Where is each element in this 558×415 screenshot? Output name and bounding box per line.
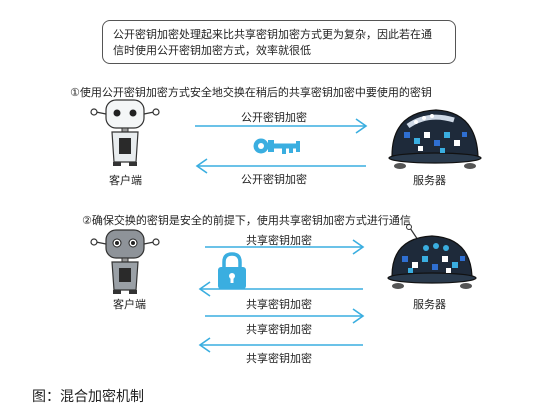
note-box: 公开密钥加密处理起来比共享密钥加密方式更为复杂，因此若在通 信时使用公开密钥加密…	[102, 20, 456, 64]
client-robot-1	[90, 99, 160, 166]
step1-server-label: 服务器	[413, 174, 446, 187]
step2-arrow-4	[198, 337, 363, 353]
step1-arrow-right-label: 公开密钥加密	[241, 111, 307, 124]
step1-arrow-right	[195, 118, 368, 134]
step1-arrow-left	[195, 158, 366, 174]
client-robot-2	[90, 229, 160, 294]
step2-arrow-label-3: 共享密钥加密	[246, 323, 312, 336]
step2-arrow-label-1: 共享密钥加密	[246, 234, 312, 247]
figure-caption: 图：混合加密机制	[32, 389, 144, 405]
step1-client-label: 客户端	[109, 174, 142, 187]
note-line-2: 信时使用公开密钥加密方式，效率就很低	[113, 44, 311, 57]
step2-arrow-label-2: 共享密钥加密	[246, 298, 312, 311]
step2-arrow-1	[205, 239, 365, 255]
padlock-icon	[218, 252, 246, 289]
step2-client-label: 客户端	[113, 298, 146, 311]
step1-text: ①使用公开密钥加密方式安全地交换在稍后的共享密钥加密中要使用的密钥	[70, 86, 432, 99]
server-robot-2	[387, 224, 477, 289]
server-robot-1	[388, 109, 482, 169]
note-line-1: 公开密钥加密处理起来比共享密钥加密方式更为复杂，因此若在通	[113, 28, 432, 41]
step2-text: ②确保交换的密钥是安全的前提下，使用共享密钥加密方式进行通信	[82, 214, 411, 227]
step2-arrow-3	[205, 308, 365, 324]
step2-server-label: 服务器	[413, 298, 446, 311]
step2-arrow-label-4: 共享密钥加密	[246, 352, 312, 365]
key-icon	[253, 138, 300, 154]
step1-arrow-left-label: 公开密钥加密	[241, 173, 307, 186]
